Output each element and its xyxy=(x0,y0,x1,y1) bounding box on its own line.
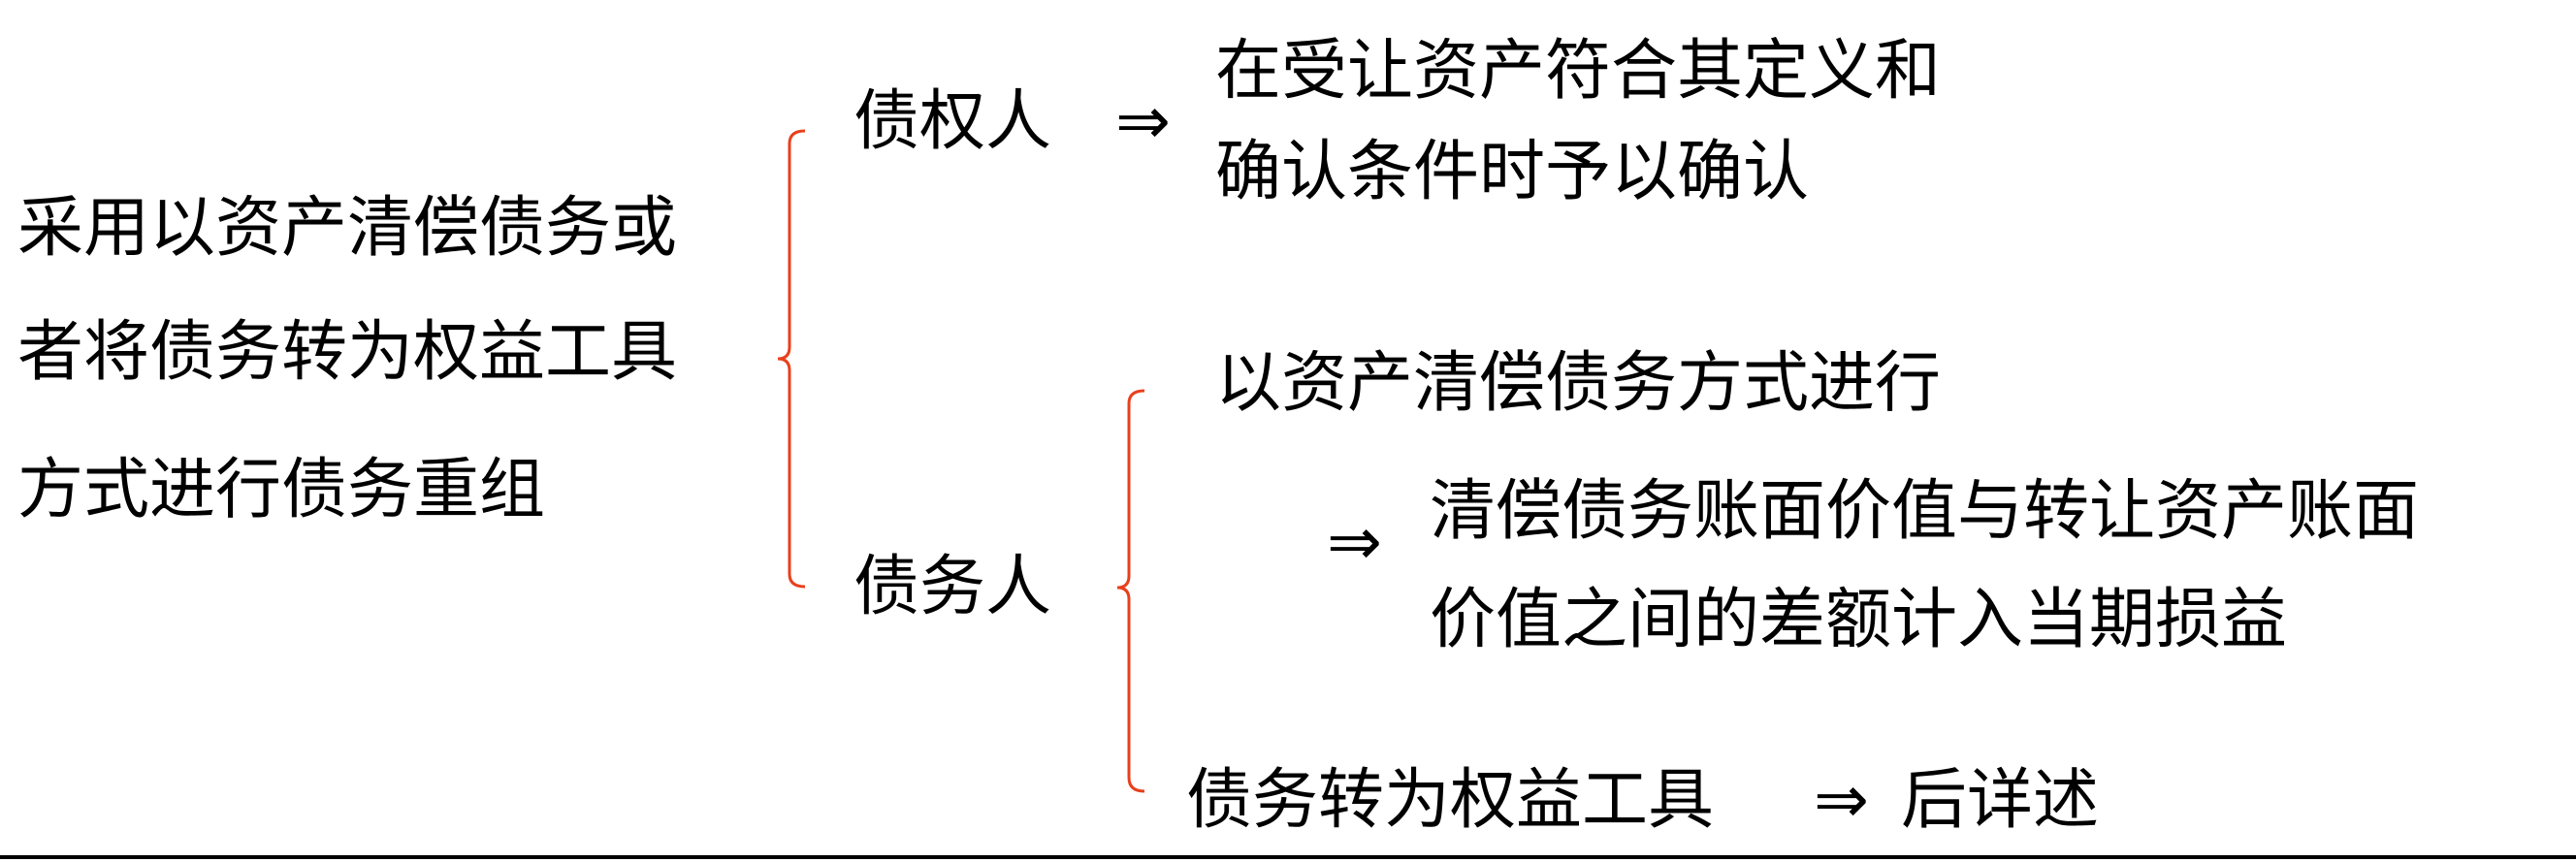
equity-method-result: 后详述 xyxy=(1901,762,2100,839)
main-brace xyxy=(777,129,806,589)
asset-method-arrow-icon: ⇒ xyxy=(1327,504,1382,581)
root-line-1: 采用以资产清偿债务或 xyxy=(17,190,678,267)
equity-method-label: 债务转为权益工具 xyxy=(1186,762,1715,839)
debtor-brace xyxy=(1116,389,1145,793)
asset-method-result-line-2: 价值之间的差额计入当期损益 xyxy=(1430,582,2288,658)
debtor-label: 债务人 xyxy=(853,549,1052,625)
creditor-result-line-1: 在受让资产符合其定义和 xyxy=(1215,33,1942,110)
equity-method-arrow-icon: ⇒ xyxy=(1814,762,1869,839)
creditor-arrow-icon: ⇒ xyxy=(1115,83,1171,160)
asset-method-label: 以资产清偿债务方式进行 xyxy=(1215,345,1942,422)
creditor-label: 债权人 xyxy=(853,83,1052,160)
bottom-rule xyxy=(0,855,2576,859)
root-line-2: 者将债务转为权益工具 xyxy=(17,314,678,391)
asset-method-result-line-1: 清偿债务账面价值与转让资产账面 xyxy=(1430,473,2420,550)
root-line-3: 方式进行债务重组 xyxy=(17,452,546,528)
creditor-result-line-2: 确认条件时予以确认 xyxy=(1215,134,1810,210)
